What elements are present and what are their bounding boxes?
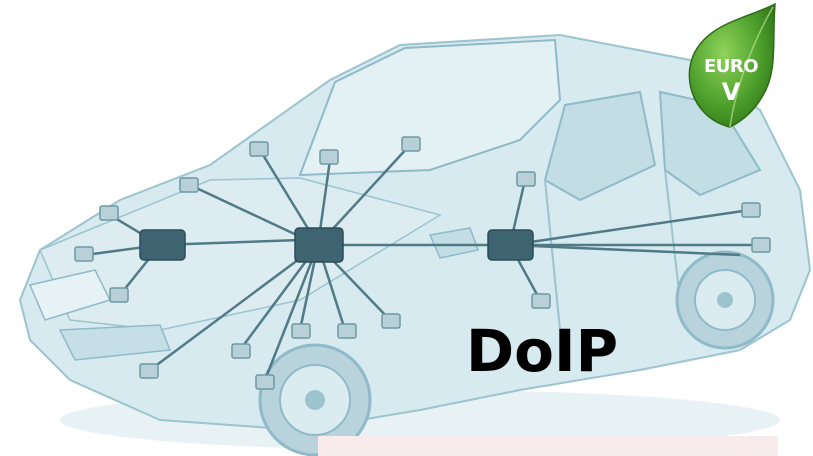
rear-wheel — [677, 252, 773, 348]
ecu-rear — [488, 230, 533, 260]
badge-line2: V — [696, 80, 766, 104]
bottom-panel — [318, 436, 778, 456]
ecu-front — [140, 230, 185, 260]
ecu-center — [295, 228, 343, 262]
doip-caption: DoIP — [466, 322, 618, 380]
badge-line1: EURO — [696, 58, 766, 76]
